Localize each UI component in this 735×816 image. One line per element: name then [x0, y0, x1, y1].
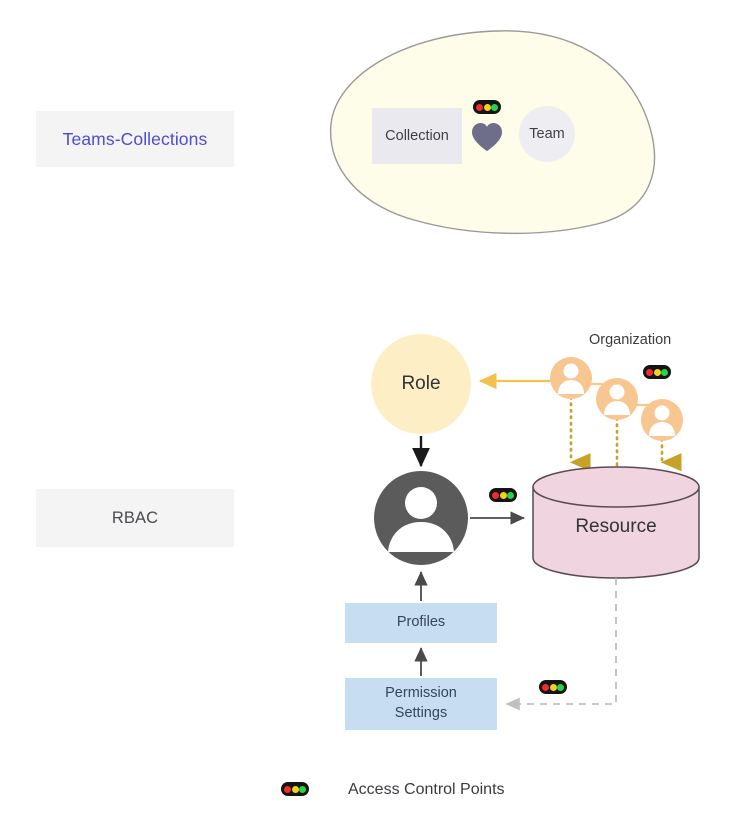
access-control-point-permission-settings [539, 680, 567, 694]
organization-person-1-icon [550, 357, 592, 399]
node-role-label: Role [401, 373, 441, 394]
traffic-light-red-lamp [541, 683, 549, 691]
legend-traffic-light-icon [281, 782, 309, 796]
organization-person-3-icon [641, 399, 683, 441]
heart-icon [472, 123, 502, 151]
traffic-light-yellow-lamp [499, 491, 507, 499]
user-avatar-icon [374, 471, 468, 565]
label-organization: Organization [589, 332, 671, 348]
resource-cylinder [532, 466, 700, 579]
node-permission-settings-label-line2: Settings [394, 705, 448, 721]
traffic-light-red-lamp [645, 368, 653, 376]
node-profiles-label: Profiles [396, 614, 446, 631]
node-collection-label: Collection [385, 128, 449, 144]
node-profiles: Profiles [345, 603, 497, 643]
traffic-light-green-lamp [557, 683, 565, 691]
traffic-light-yellow-lamp [549, 683, 557, 691]
traffic-light-yellow-lamp [653, 368, 661, 376]
access-control-point-user-resource [489, 488, 517, 502]
section-label-teams-collections: Teams-Collections [36, 111, 234, 167]
traffic-light-yellow-lamp [291, 785, 299, 793]
node-role: Role [371, 334, 471, 434]
traffic-light-yellow-lamp [483, 103, 491, 111]
traffic-light-red-lamp [475, 103, 483, 111]
section-label-text: Teams-Collections [62, 128, 208, 149]
legend-label-text: Access Control Points [348, 781, 505, 798]
label-organization-text: Organization [589, 332, 672, 348]
section-label-rbac: RBAC [36, 489, 234, 547]
access-control-point-organization [643, 365, 671, 379]
node-permission-settings: Permission Settings [345, 678, 497, 730]
traffic-light-green-lamp [507, 491, 515, 499]
traffic-light-red-lamp [491, 491, 499, 499]
node-team-label: Team [529, 126, 565, 142]
legend-label: Access Control Points [348, 781, 505, 799]
organization-person-2-icon [596, 378, 638, 420]
arrow-resource-to-permission [505, 578, 617, 711]
node-collection: Collection [372, 108, 462, 164]
traffic-light-red-lamp [283, 785, 291, 793]
traffic-light-green-lamp [491, 103, 499, 111]
node-permission-settings-label-line1: Permission [385, 685, 457, 702]
access-control-point-teams-collections [473, 100, 501, 114]
node-team: Team [519, 106, 575, 162]
section-label-text: RBAC [111, 508, 159, 527]
traffic-light-green-lamp [661, 368, 669, 376]
traffic-light-green-lamp [299, 785, 307, 793]
